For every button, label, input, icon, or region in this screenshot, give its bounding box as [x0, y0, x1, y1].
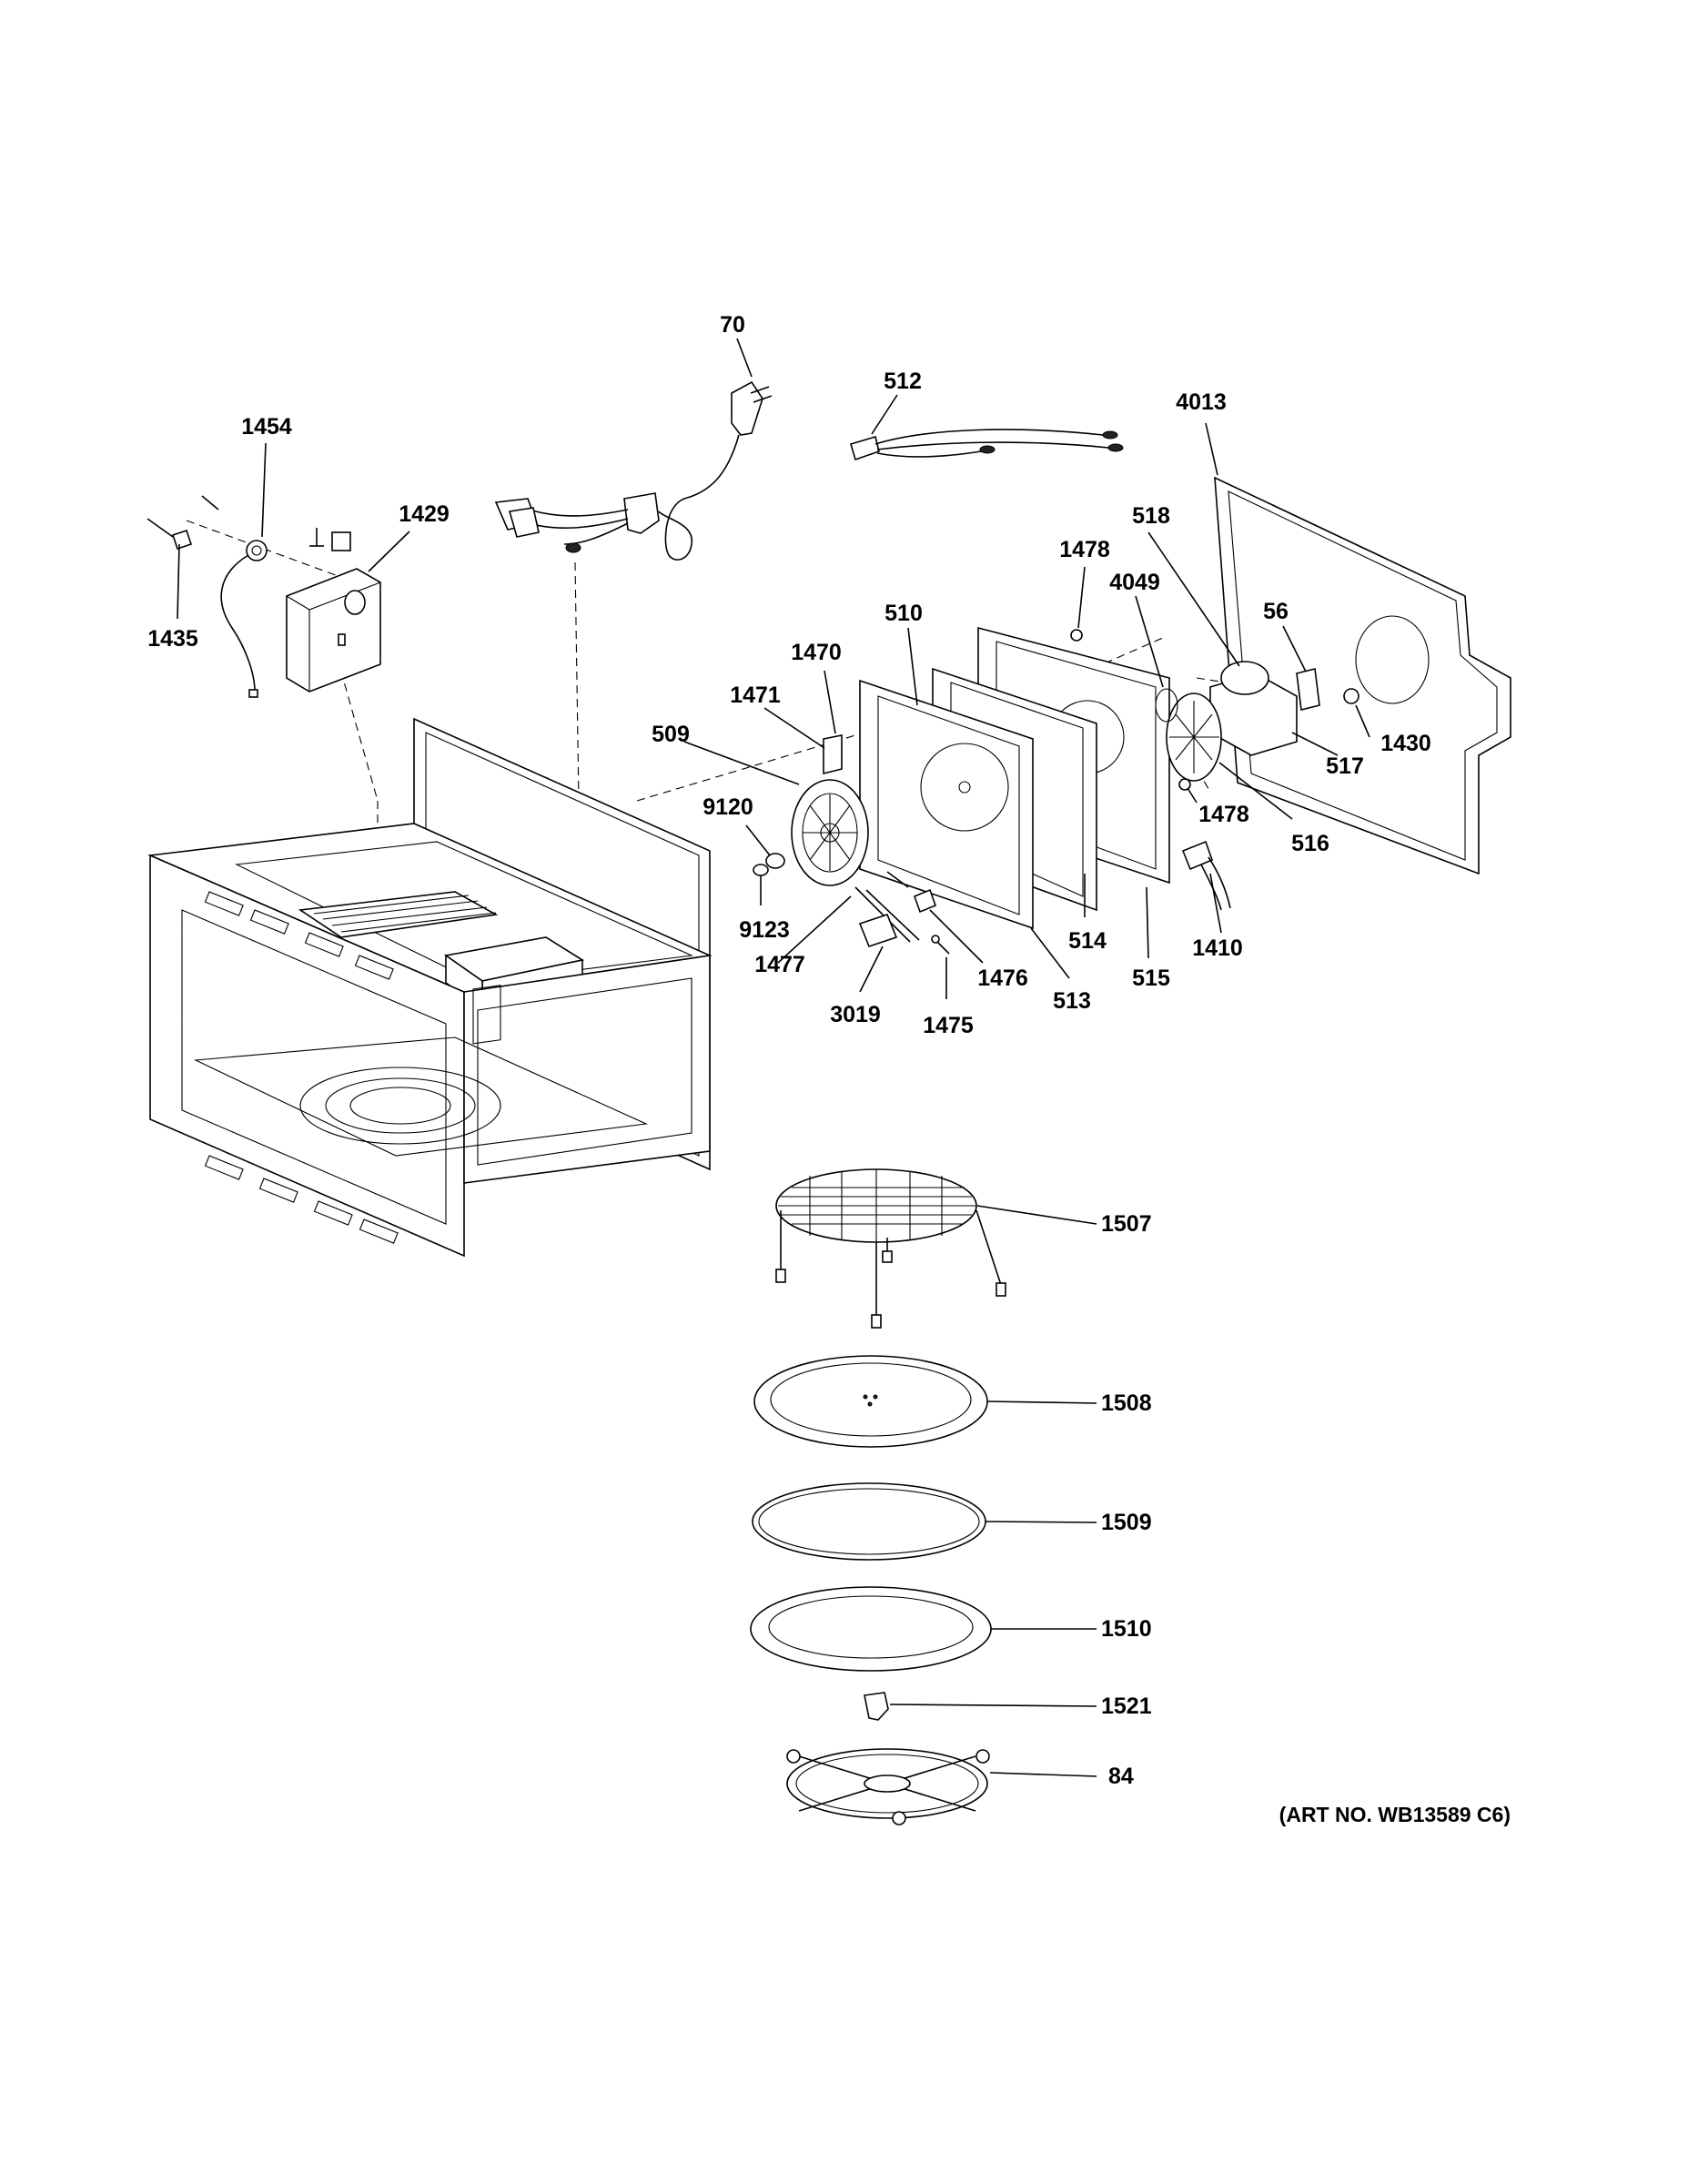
callout-1454: 1454 [241, 414, 292, 440]
callout-1521: 1521 [1101, 1694, 1152, 1719]
callout-1510: 1510 [1101, 1616, 1152, 1642]
callout-1410: 1410 [1192, 935, 1243, 961]
callout-9123: 9123 [739, 917, 790, 943]
callout-1476: 1476 [977, 966, 1028, 991]
callout-1478-bottom: 1478 [1198, 802, 1249, 827]
callout-84: 84 [1108, 1764, 1134, 1789]
callout-1508: 1508 [1101, 1390, 1152, 1416]
callout-1477: 1477 [754, 952, 805, 977]
callout-1470: 1470 [791, 640, 842, 665]
callout-512: 512 [884, 369, 922, 394]
art-number: (ART NO. WB13589 C6) [1279, 1803, 1511, 1826]
callout-4013: 4013 [1176, 389, 1227, 415]
callout-1509: 1509 [1101, 1510, 1152, 1535]
callout-1507: 1507 [1101, 1211, 1152, 1237]
callout-1471: 1471 [730, 682, 781, 708]
callout-516: 516 [1291, 831, 1329, 856]
callout-56: 56 [1263, 599, 1289, 624]
sensor-bracket-assembly [147, 495, 381, 698]
callout-3019: 3019 [830, 1002, 881, 1027]
callout-509: 509 [652, 722, 690, 747]
callout-1430: 1430 [1380, 731, 1431, 756]
alignment-dashed-lines [186, 520, 1357, 837]
callout-1478-top: 1478 [1059, 537, 1110, 562]
oven-cavity [147, 717, 713, 1258]
callout-515: 515 [1132, 966, 1170, 991]
power-cord-part [494, 380, 773, 561]
callout-517: 517 [1326, 753, 1364, 779]
callout-4049: 4049 [1109, 570, 1160, 595]
callout-labels: 70 512 4013 1454 1429 1435 518 1478 4049… [147, 312, 1431, 1789]
leader-lines [177, 338, 1370, 1777]
callout-513: 513 [1053, 988, 1091, 1014]
callout-514: 514 [1068, 928, 1107, 954]
callout-518: 518 [1132, 503, 1170, 529]
callout-70: 70 [720, 312, 745, 338]
callout-9120: 9120 [702, 794, 753, 820]
callout-1435: 1435 [147, 626, 198, 652]
callout-510: 510 [884, 601, 923, 626]
convection-heater-assembly [753, 476, 1511, 955]
callout-1475: 1475 [923, 1013, 974, 1038]
wire-harness-part [850, 429, 1124, 461]
rack-and-turntable-parts [750, 1168, 1006, 1825]
callout-1429: 1429 [399, 501, 450, 527]
